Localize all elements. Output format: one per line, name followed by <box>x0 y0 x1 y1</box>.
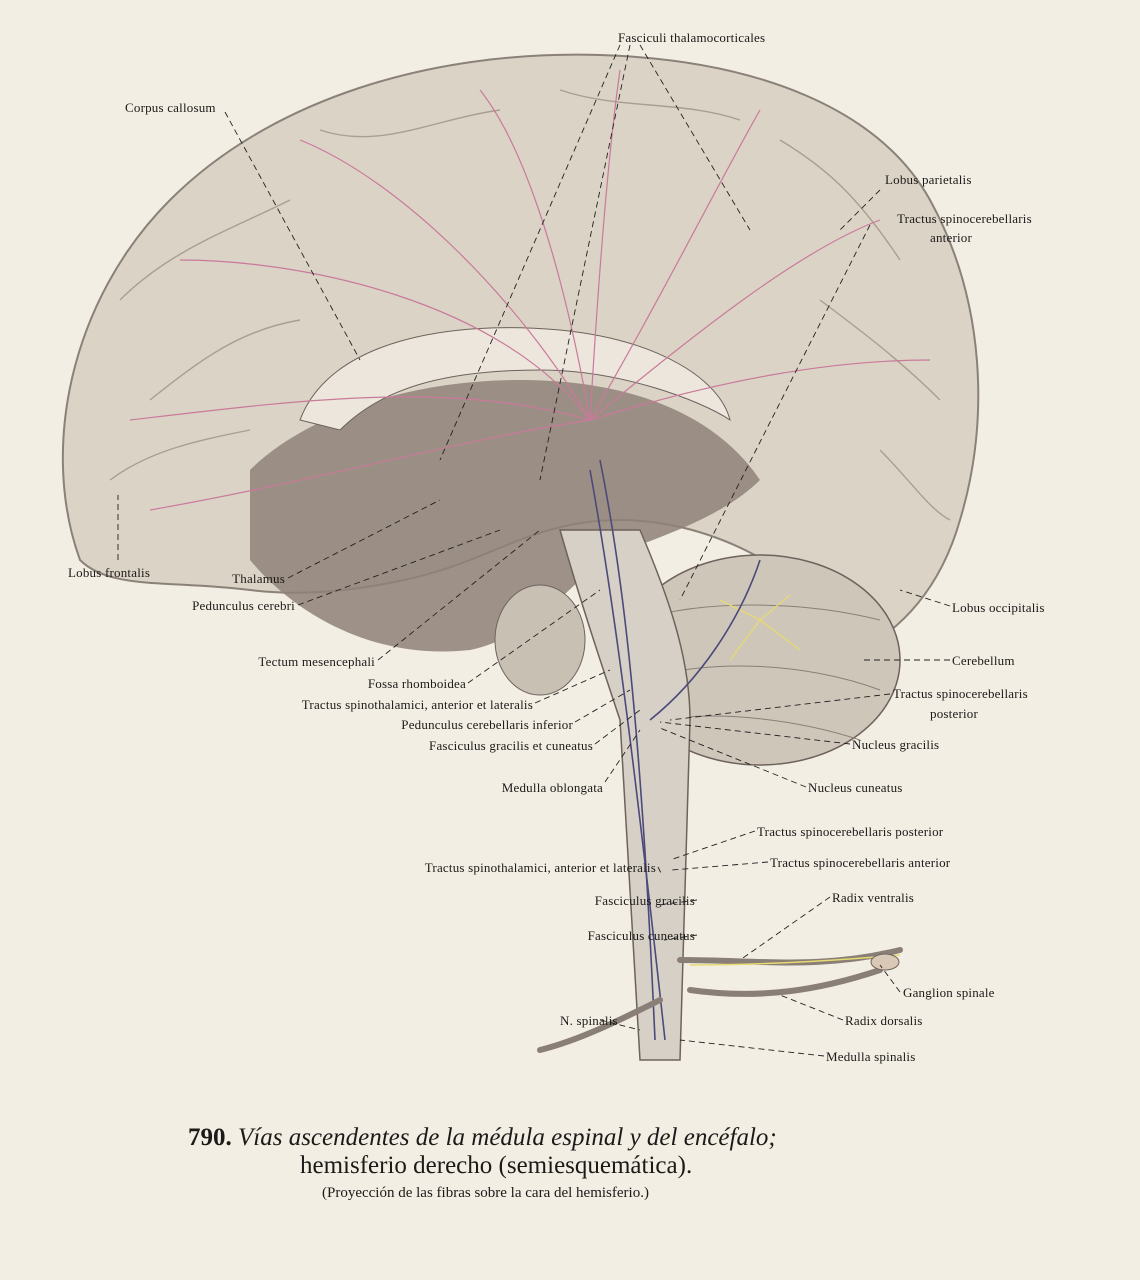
label-tractus-spinocerebellaris-posterior-top-2: posterior <box>930 706 979 721</box>
medial-surface <box>250 380 760 652</box>
figure-subtitle: (Proyección de las fibras sobre la cara … <box>322 1185 649 1201</box>
label-lobus-occipitalis: Lobus occipitalis <box>952 600 1045 615</box>
ganglion-spinale-shape <box>870 953 900 971</box>
label-fasciculus-gracilis: Fasciculus gracilis <box>594 893 695 908</box>
gyri <box>109 89 951 521</box>
figure-number: 790. <box>188 1124 232 1151</box>
label-tractus-spinocerebellaris-anterior-top: Tractus spinocerebellaris <box>897 211 1032 226</box>
label-tractus-spinothalamici-upper: Tractus spinothalamici, anterior et late… <box>301 697 533 712</box>
figure-title-line2: hemisferio derecho (semiesquemática). <box>300 1152 693 1179</box>
label-radix-dorsalis: Radix dorsalis <box>845 1013 923 1028</box>
brainstem <box>559 529 691 1061</box>
label-tractus-spinocerebellaris-posterior: Tractus spinocerebellaris posterior <box>757 824 944 839</box>
label-tractus-spinocerebellaris-anterior: Tractus spinocerebellaris anterior <box>770 855 951 870</box>
label-thalamus: Thalamus <box>232 571 285 586</box>
leader-lines <box>117 44 951 1057</box>
corpus-callosum <box>299 327 731 431</box>
label-fossa-rhomboidea: Fossa rhomboidea <box>367 676 466 691</box>
thalamocortical-fibers <box>129 69 931 511</box>
label-ganglion-spinale: Ganglion spinale <box>903 985 995 1000</box>
label-n-spinalis: N. spinalis <box>560 1013 618 1028</box>
label-corpus-callosum: Corpus callosum <box>125 100 216 115</box>
label-pedunculus-cerebellaris-inferior: Pedunculus cerebellaris inferior <box>401 717 573 732</box>
label-lobus-parietalis: Lobus parietalis <box>885 172 972 187</box>
label-tractus-spinocerebellaris-anterior-top-2: anterior <box>930 230 973 245</box>
label-lobus-frontalis: Lobus frontalis <box>68 565 151 580</box>
cerebellar-nuclei-fibers <box>719 594 801 661</box>
label-nucleus-gracilis: Nucleus gracilis <box>852 737 940 752</box>
label-tectum-mesencephali: Tectum mesencephali <box>258 654 375 669</box>
figure-title-line1: Vías ascendentes de la médula espinal y … <box>238 1124 777 1151</box>
label-fasciculus-cuneatus: Fasciculus cuneatus <box>587 928 695 943</box>
label-fasciculus-gracilis-et-cuneatus: Fasciculus gracilis et cuneatus <box>429 738 593 753</box>
label-cerebellum: Cerebellum <box>952 653 1015 668</box>
label-tractus-spinocerebellaris-posterior-top: Tractus spinocerebellaris <box>893 686 1028 701</box>
ascending-tracts <box>589 459 761 1041</box>
label-radix-ventralis: Radix ventralis <box>832 890 915 905</box>
label-tractus-spinothalamici-lower: Tractus spinothalamici, anterior et late… <box>424 860 656 875</box>
figure-caption-title: 790. Vías ascendentes de la médula espin… <box>188 1124 777 1152</box>
pons <box>494 584 586 696</box>
label-nucleus-cuneatus: Nucleus cuneatus <box>808 780 903 795</box>
label-fasciculi-thalamocorticales: Fasciculi thalamocorticales <box>618 30 766 45</box>
label-pedunculus-cerebri: Pedunculus cerebri <box>192 598 295 613</box>
label-medulla-spinalis: Medulla spinalis <box>826 1049 916 1064</box>
label-medulla-oblongata: Medulla oblongata <box>501 780 603 795</box>
